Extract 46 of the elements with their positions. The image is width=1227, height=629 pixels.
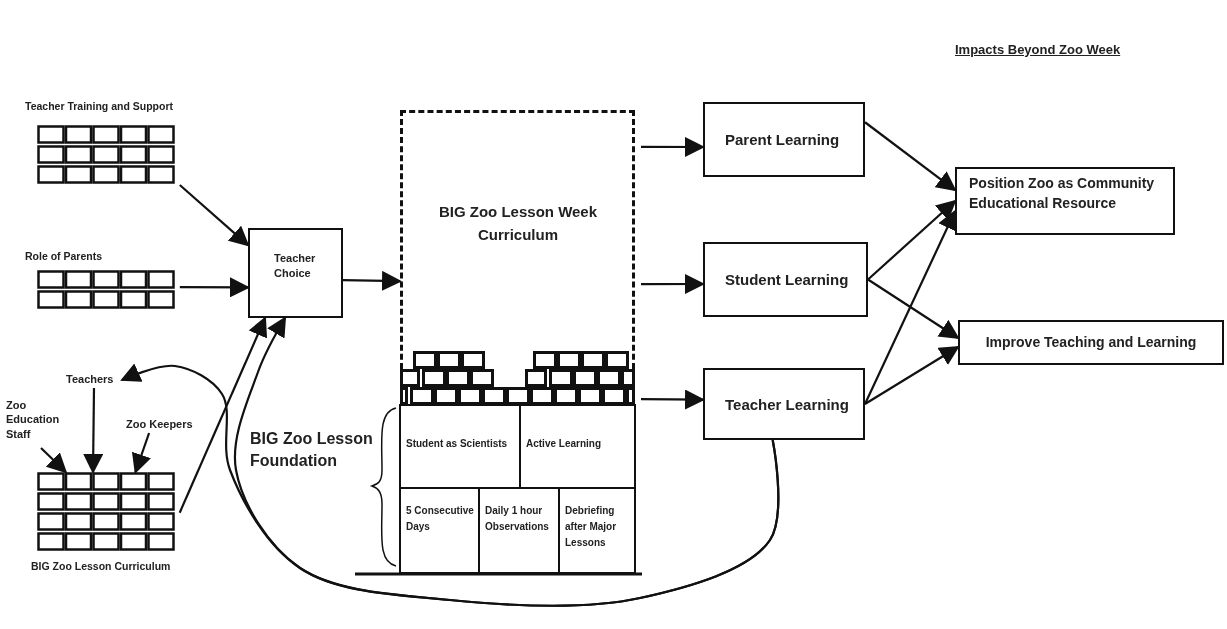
cell-label: Active Learning bbox=[526, 437, 603, 451]
arrow bbox=[641, 389, 705, 410]
arrow bbox=[641, 274, 705, 294]
box-label: Teacher Learning bbox=[725, 394, 849, 415]
box-label: Improve Teaching and Learning bbox=[985, 332, 1197, 352]
process-box bbox=[958, 320, 1224, 365]
foundation-label: BIG Zoo Lesson Foundation bbox=[250, 429, 374, 472]
node-label: Zoo Keepers bbox=[126, 417, 196, 433]
title: Impacts Beyond Zoo Week bbox=[955, 42, 1121, 57]
foundation-cell bbox=[399, 487, 480, 574]
arrow bbox=[178, 316, 268, 514]
process-box bbox=[703, 368, 865, 440]
grid-label: BIG Zoo Lesson Curriculum bbox=[31, 560, 171, 572]
foundation-cell bbox=[399, 404, 521, 489]
arrow bbox=[343, 270, 402, 291]
arrow bbox=[864, 345, 960, 405]
foundation-cell bbox=[519, 404, 636, 489]
box-label: BIG Zoo Lesson Week Curriculum bbox=[437, 202, 599, 245]
arrow bbox=[40, 447, 68, 474]
cell-label: 5 Consecutive Days bbox=[406, 504, 474, 534]
arrow bbox=[867, 199, 957, 281]
cell-label: Debriefing after Major Lessons bbox=[565, 504, 618, 550]
grid-label: Teacher Training and Support bbox=[25, 100, 173, 112]
arrow bbox=[179, 277, 250, 298]
process-box bbox=[248, 228, 343, 318]
arrow bbox=[864, 121, 957, 192]
foundation-cell bbox=[558, 487, 636, 574]
process-box bbox=[703, 242, 868, 317]
arrow bbox=[83, 388, 104, 474]
process-box bbox=[955, 167, 1175, 235]
arrow bbox=[120, 363, 780, 607]
arrow bbox=[132, 432, 151, 474]
cell-label: Daily 1 hour Observations bbox=[485, 504, 550, 534]
box-label: Position Zoo as Community Educational Resource bbox=[969, 174, 1156, 213]
arrow bbox=[641, 136, 705, 157]
box-label: Teacher Choice bbox=[274, 250, 317, 281]
arrow bbox=[864, 209, 957, 405]
process-box bbox=[703, 102, 865, 177]
dashed-box bbox=[400, 110, 635, 405]
box-label: Student Learning bbox=[725, 270, 849, 290]
grid-label: Role of Parents bbox=[25, 250, 103, 262]
cell-label: Student as Scientists bbox=[406, 437, 509, 451]
arrow bbox=[179, 184, 250, 247]
box-label: Parent Learning bbox=[725, 130, 840, 150]
arrow bbox=[867, 278, 960, 340]
node-label: Teachers bbox=[66, 372, 122, 388]
